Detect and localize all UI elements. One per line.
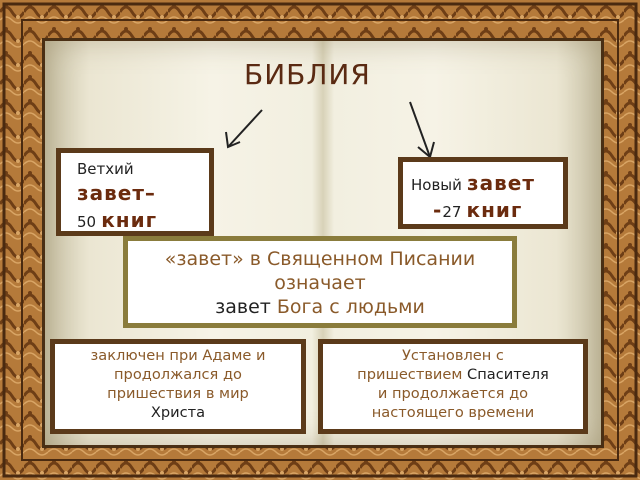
new-testament-line1: Новый завет [411,170,557,198]
adam-line2: продолжался до [114,366,242,383]
meaning-line2: завет Бога с людьми [128,295,512,319]
testament-meaning-box: «завет» в Священном Писании означает зав… [123,236,517,328]
savior-line1: Установлен с [402,347,504,364]
new-testament-line2: -27 книг [411,198,557,224]
savior-line2a: пришествием [357,366,463,383]
old-testament-label: завет– [77,181,156,205]
old-covenant-box: заключен при Адаме и продолжался до приш… [50,339,306,434]
old-testament-word: Ветхий [77,160,134,178]
adam-line4: Христа [150,404,206,421]
new-testament-books: книг [466,198,523,222]
savior-line2: пришествием Спасителя [323,365,583,384]
new-testament-label: завет [466,171,535,195]
old-testament-count-line: 50 книг [77,207,209,235]
arrow-left [227,109,263,148]
savior-line2b: Спасителя [467,366,549,383]
old-testament-books: книг [101,208,158,232]
meaning-word: завет [215,296,271,318]
new-testament-count: 27 [442,203,462,221]
adam-line1: заключен при Адаме и [90,347,266,364]
new-testament-box: Новый завет -27 книг [398,157,568,229]
old-testament-box: Ветхий завет– 50 книг [56,148,214,236]
page-title: БИБЛИЯ [244,58,371,91]
old-testament-count: 50 [77,213,97,231]
adam-line3: пришествия в мир [107,385,249,402]
meaning-quote: «завет» в Священном Писании означает [164,248,476,294]
arrow-right [409,101,431,158]
meaning-rest: Бога с людьми [276,296,425,318]
new-testament-word: Новый [411,176,462,194]
new-covenant-box: Установлен с пришествием Спасителя и про… [318,339,588,434]
new-testament-dash: - [433,198,443,222]
savior-line3: и продолжается до [377,385,529,402]
savior-line4: настоящего времени [371,404,535,421]
